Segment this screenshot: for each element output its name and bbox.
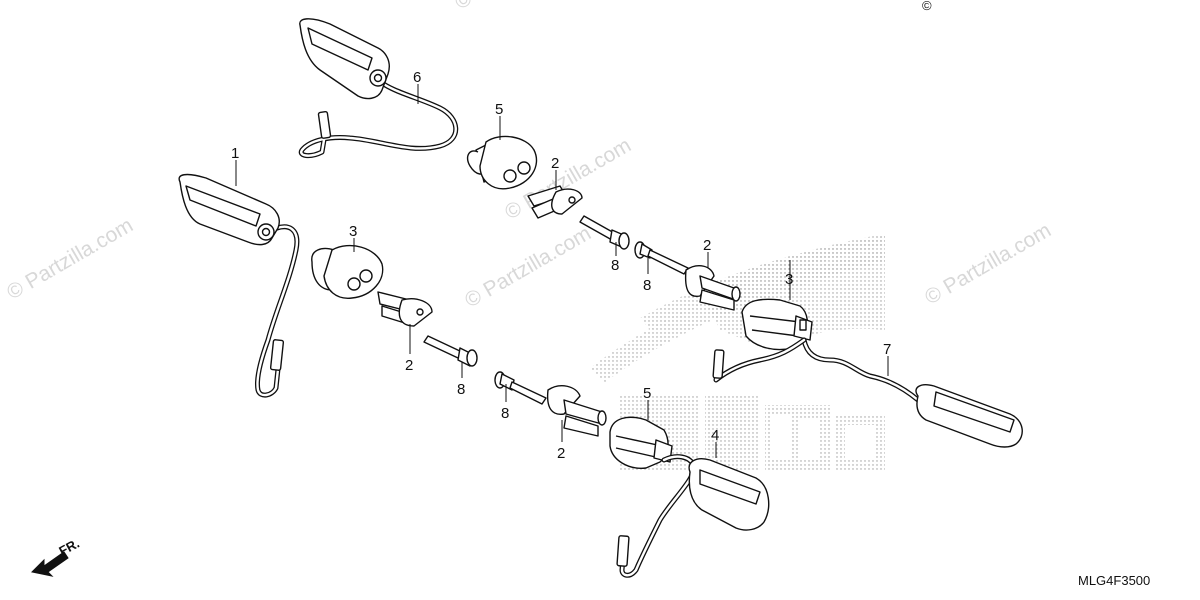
watermark-center: © Partzilla.com <box>461 222 595 313</box>
callout-3-right: 3 <box>785 271 793 288</box>
callout-4: 4 <box>711 427 719 444</box>
part-5-mount-rubber-upper <box>466 135 538 190</box>
part-1-winker-left <box>178 173 300 398</box>
callout-5-upper: 5 <box>495 101 503 118</box>
callout-7: 7 <box>883 341 891 358</box>
callout-1: 1 <box>231 145 239 162</box>
callout-2-left: 2 <box>405 357 413 374</box>
callout-8-left-2: 8 <box>501 405 509 422</box>
callout-5-lower: 5 <box>643 385 651 402</box>
watermark-left: © Partzilla.com <box>3 214 137 305</box>
callout-8-upper-2: 8 <box>643 277 651 294</box>
part-8-bolt-upper-1 <box>579 215 630 250</box>
part-2-collar-left <box>377 291 433 327</box>
callout-2-upper: 2 <box>551 155 559 172</box>
copyright-mark: © <box>922 0 932 13</box>
leader-lines <box>235 84 889 458</box>
part-5-mount-rubber-lower <box>609 416 673 469</box>
part-4-winker-lower <box>616 454 770 578</box>
part-6-winker-upper <box>298 18 459 159</box>
callout-2-lower: 2 <box>557 445 565 462</box>
part-3-body-left <box>311 244 384 299</box>
callout-labels: 1 6 5 2 3 8 8 2 3 2 8 8 7 5 4 2 <box>231 69 891 462</box>
callout-8-left-1: 8 <box>457 381 465 398</box>
part-2-collar-right <box>684 265 741 311</box>
callout-2-right: 2 <box>703 237 711 254</box>
callout-3-left: 3 <box>349 223 357 240</box>
diagram-code: MLG4F3500 <box>1078 573 1150 588</box>
part-7-winker-right <box>712 337 1023 448</box>
part-2-collar-lower <box>546 385 607 437</box>
part-8-bolt-left-2 <box>494 371 547 405</box>
callout-6: 6 <box>413 69 421 86</box>
part-8-bolt-upper-2 <box>634 241 689 275</box>
part-2-collar-upper <box>527 185 583 219</box>
watermark-top-center: © Partzilla.com <box>451 0 585 14</box>
part-8-bolt-left-1 <box>423 335 478 367</box>
part-3-body-right <box>741 298 813 351</box>
watermark-right: © Partzilla.com <box>921 219 1055 310</box>
front-direction-arrow: FR. <box>30 536 82 577</box>
callout-8-upper-1: 8 <box>611 257 619 274</box>
